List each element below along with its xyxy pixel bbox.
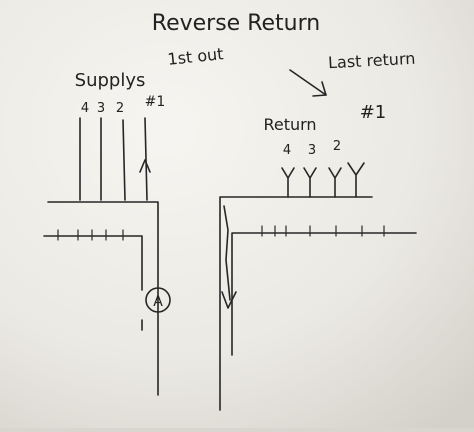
pump-symbol: A <box>145 287 171 313</box>
supply-branches <box>79 117 151 201</box>
return-number-1: #1 <box>360 102 387 123</box>
supply-header <box>43 201 159 396</box>
last-return-arrow <box>289 69 327 97</box>
diagram-title: Reverse Return <box>152 11 320 36</box>
last-return-label: Last return <box>328 49 416 73</box>
return-flow-arrow <box>221 291 237 309</box>
return-flow-line <box>223 205 231 301</box>
return-number-3: 3 <box>308 143 316 158</box>
supply-number-1: #1 <box>145 94 166 110</box>
supply-number-3: 3 <box>97 101 105 116</box>
supply-branch-1 <box>144 117 148 201</box>
supply-number-4: 4 <box>81 101 89 116</box>
return-branch-4 <box>281 167 295 198</box>
pump-label: A <box>153 294 163 310</box>
supply-branch-2 <box>122 119 126 201</box>
return-number-4: 4 <box>283 143 291 158</box>
return-header <box>219 196 417 411</box>
supply-flow-arrow <box>139 159 151 173</box>
return-branches <box>281 162 365 198</box>
return-number-2: 2 <box>333 139 341 154</box>
supply-number-2: 2 <box>116 101 124 116</box>
supply-label: Supplys <box>75 70 146 91</box>
return-branch-1 <box>347 162 365 198</box>
return-branch-2 <box>328 167 342 198</box>
return-branch-3 <box>303 167 317 198</box>
return-label: Return <box>263 115 316 134</box>
